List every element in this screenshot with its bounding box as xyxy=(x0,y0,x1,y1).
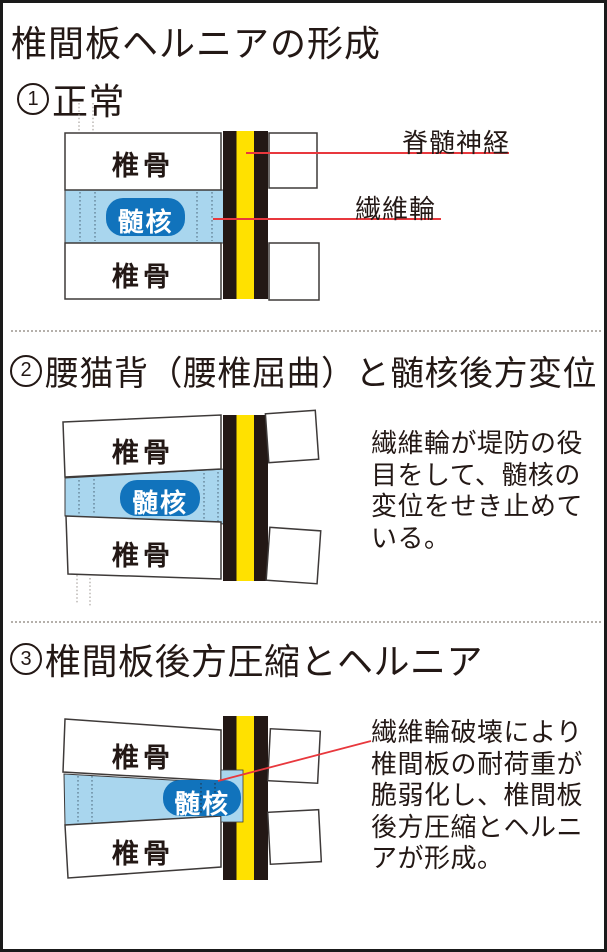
vertebra-bottom-label: 椎骨 xyxy=(112,839,174,869)
spinous-process-bottom xyxy=(265,526,322,585)
section1-number-badge: 1 xyxy=(17,83,49,115)
section1-heading: 1 正常 xyxy=(17,73,125,125)
vertebra-bottom-shape xyxy=(64,242,222,300)
nucleus-label: 髄核 xyxy=(117,207,174,237)
caption-line: 脆弱化し、椎間板 xyxy=(371,780,584,810)
spinal-nerve-bar xyxy=(236,716,254,880)
herniation-caption: 繊維輪破壊により 椎間板の耐荷重が 脆弱化し、椎間板 後方圧縮とヘルニ アが形成… xyxy=(371,717,583,875)
caption-line: 目をして、髄核の xyxy=(371,459,581,490)
vertebra-top-shape xyxy=(64,132,222,191)
section-divider xyxy=(11,330,601,332)
spinous-process-top xyxy=(266,727,322,785)
section3-number-badge: 3 xyxy=(10,643,42,675)
vertebra-bottom-shape xyxy=(64,815,222,879)
spinal-nerve-bar xyxy=(236,131,254,299)
spinous-process-bottom xyxy=(266,808,323,866)
section-divider xyxy=(11,621,601,623)
section2-heading: 2 腰猫背（腰椎屈曲）と髄核後方変位 xyxy=(10,346,597,395)
normal-disc-diagram xyxy=(64,103,509,301)
page-title: 椎間板ヘルニアの形成 xyxy=(11,23,382,64)
section2-number-badge: 2 xyxy=(10,354,42,387)
caption-line: 椎間板の耐荷重が xyxy=(371,748,584,779)
spinal-nerve-label: 脊髄神経 xyxy=(402,128,511,158)
spinous-process-top xyxy=(264,409,320,464)
nucleus-label: 髄核 xyxy=(173,789,230,819)
vertebra-top-label: 椎骨 xyxy=(112,743,174,773)
caption-line: 繊維輪が堤防の役 xyxy=(371,428,584,458)
vertebra-bottom-label: 椎骨 xyxy=(112,262,174,292)
spinal-nerve-bar xyxy=(236,415,254,581)
spinous-process-bottom xyxy=(268,242,320,301)
vertebra-bottom-label: 椎骨 xyxy=(112,541,174,571)
nucleus-shape xyxy=(163,780,241,816)
caption-line: 変位をせき止めて xyxy=(371,491,584,521)
annulus-label: 繊維輪 xyxy=(355,194,437,224)
spinous-process-top xyxy=(268,132,318,189)
vertebra-top-label: 椎骨 xyxy=(112,151,174,181)
nucleus-shape xyxy=(106,198,185,236)
section2-heading-text: 腰猫背（腰椎屈曲）と髄核後方変位 xyxy=(45,355,597,393)
herniation-leader-line xyxy=(217,740,372,782)
section3-heading: 3 椎間板後方圧縮とヘルニア xyxy=(10,633,483,685)
vertebra-top-shape xyxy=(62,414,222,478)
flexion-caption: 繊維輪が堤防の役 目をして、髄核の 変位をせき止めて いる。 xyxy=(371,428,583,554)
vertebra-bottom-shape xyxy=(65,515,222,580)
flexion-disc-diagram xyxy=(62,409,322,607)
caption-line: 繊維輪破壊により xyxy=(371,717,583,747)
nucleus-label: 髄核 xyxy=(131,488,188,518)
nucleus-shape xyxy=(120,480,200,516)
section1-heading-text: 正常 xyxy=(52,81,126,122)
caption-line: 後方圧縮とヘルニ xyxy=(371,811,584,842)
herniation-disc-diagram xyxy=(62,716,372,880)
caption-line: いる。 xyxy=(371,522,451,553)
section3-heading-text: 椎間板後方圧縮とヘルニア xyxy=(45,641,484,682)
caption-line: アが形成。 xyxy=(371,843,504,873)
vertebra-top-label: 椎骨 xyxy=(112,438,174,468)
